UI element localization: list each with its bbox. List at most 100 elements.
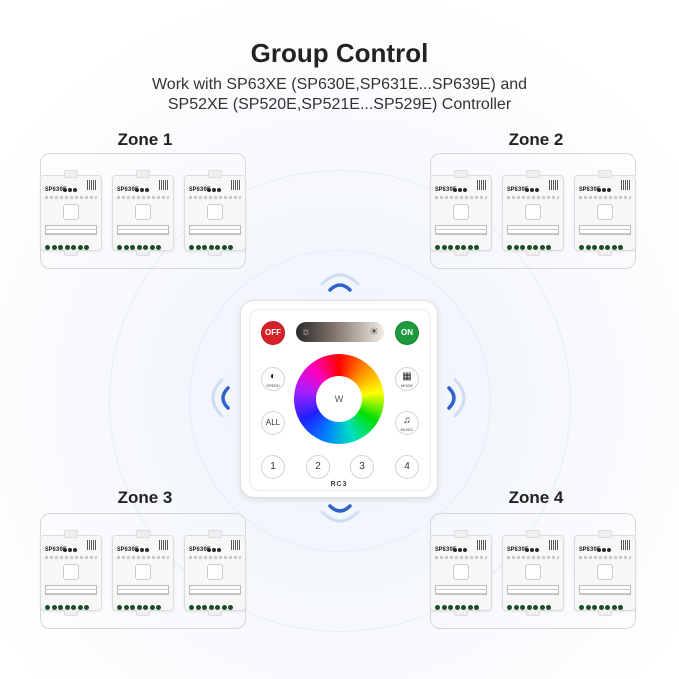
wireless-signal-icon-left <box>211 378 230 418</box>
terminal-block <box>579 237 631 250</box>
spec-label <box>45 225 97 235</box>
controller-module: SP630E <box>184 170 246 256</box>
terminal-block <box>507 597 559 610</box>
zone-3-button[interactable]: 3 <box>350 455 374 479</box>
controller-model: SP630E <box>435 546 457 553</box>
on-button[interactable]: ON <box>395 321 419 345</box>
qr-code-icon <box>87 180 97 190</box>
brand-logo: RC3 <box>330 481 348 488</box>
controller-button <box>63 204 79 220</box>
spec-label <box>117 585 169 595</box>
zone-2-group: SP630E SP630E SP630E <box>430 153 636 269</box>
spec-label <box>189 585 241 595</box>
controller-module: SP630E <box>112 530 174 616</box>
zone-1-group: SP630E SP630E SP630E <box>40 153 246 269</box>
terminal-block <box>189 597 241 610</box>
terminal-block <box>45 237 97 250</box>
controller-module: SP630E <box>502 530 564 616</box>
sun-large-icon: ☀ <box>369 326 379 338</box>
music-button[interactable]: ♫ MUSIC <box>395 411 419 435</box>
qr-code-icon <box>549 540 559 550</box>
glow-ring <box>109 170 571 632</box>
white-button[interactable]: W <box>316 376 362 422</box>
qr-code-icon <box>159 180 169 190</box>
controller-model: SP630E <box>507 186 529 193</box>
controller-module: SP630E <box>574 530 636 616</box>
grid-icon: ▦ <box>402 371 412 382</box>
music-note-icon: ♫ <box>403 415 411 426</box>
spec-label <box>507 225 559 235</box>
controller-button <box>453 204 469 220</box>
controller-model: SP630E <box>45 186 67 193</box>
terminal-block <box>189 237 241 250</box>
controller-model: SP630E <box>579 186 601 193</box>
zone-4-title: Zone 4 <box>508 488 564 507</box>
zone-2-title: Zone 2 <box>508 130 564 149</box>
indicator-leds <box>453 179 469 192</box>
zone-1-title: Zone 1 <box>117 130 173 149</box>
zone-4-button[interactable]: 4 <box>395 455 419 479</box>
brightness-slider[interactable]: ☼ ☀ <box>296 322 384 342</box>
controller-model: SP630E <box>117 186 139 193</box>
qr-code-icon <box>231 540 241 550</box>
controller-model: SP630E <box>507 546 529 553</box>
indicator-leds <box>597 179 613 192</box>
controller-module: SP630E <box>502 170 564 256</box>
qr-code-icon <box>621 540 631 550</box>
subtitle-line-2: SP52XE (SP520E,SP521E...SP529E) Controll… <box>167 96 512 113</box>
wireless-signal-icon-bottom <box>320 504 360 523</box>
controller-module: SP630E <box>40 170 102 256</box>
controller-button <box>597 564 613 580</box>
spec-label <box>579 585 631 595</box>
qr-code-icon <box>549 180 559 190</box>
controller-model: SP630E <box>117 546 139 553</box>
speed-button[interactable]: ◐ SPEED <box>261 367 285 391</box>
controller-button <box>63 564 79 580</box>
terminal-block <box>507 237 559 250</box>
terminal-block <box>117 237 169 250</box>
page-title: Group Control <box>250 38 429 68</box>
zone-3-group: SP630E SP630E SP630E <box>40 513 246 629</box>
controller-module: SP630E <box>184 530 246 616</box>
controller-button <box>597 204 613 220</box>
controller-module: SP630E <box>40 530 102 616</box>
color-wheel[interactable]: W <box>294 354 384 444</box>
zone-2-button[interactable]: 2 <box>306 455 330 479</box>
indicator-leds <box>525 179 541 192</box>
controller-model: SP630E <box>189 186 211 193</box>
terminal-block <box>579 597 631 610</box>
spec-label <box>117 225 169 235</box>
controller-button <box>207 204 223 220</box>
controller-button <box>135 564 151 580</box>
terminal-block <box>435 597 487 610</box>
zone-3-title: Zone 3 <box>117 488 173 507</box>
off-button[interactable]: OFF <box>261 321 285 345</box>
speed-icon: ◐ <box>269 371 277 382</box>
spec-label <box>507 585 559 595</box>
remote-panel: OFF ☼ ☀ ON ◐ SPEED ▦ MODE W ALL ♫ MUSIC … <box>240 300 438 498</box>
all-zones-button[interactable]: ALL <box>261 411 285 435</box>
qr-code-icon <box>159 540 169 550</box>
indicator-leds <box>207 539 223 552</box>
controller-button <box>207 564 223 580</box>
zone-4-group: SP630E SP630E SP630E <box>430 513 636 629</box>
controller-model: SP630E <box>189 546 211 553</box>
controller-model: SP630E <box>435 186 457 193</box>
controller-module: SP630E <box>112 170 174 256</box>
controller-button <box>453 564 469 580</box>
spec-label <box>579 225 631 235</box>
controller-button <box>135 204 151 220</box>
mode-button[interactable]: ▦ MODE <box>395 367 419 391</box>
terminal-block <box>435 237 487 250</box>
indicator-leds <box>453 539 469 552</box>
indicator-leds <box>63 179 79 192</box>
zone-1-button[interactable]: 1 <box>261 455 285 479</box>
indicator-leds <box>135 539 151 552</box>
qr-code-icon <box>231 180 241 190</box>
controller-button <box>525 564 541 580</box>
subtitle-line-1: Work with SP63XE (SP630E,SP631E...SP639E… <box>151 76 528 93</box>
indicator-leds <box>207 179 223 192</box>
spec-label <box>435 585 487 595</box>
qr-code-icon <box>477 180 487 190</box>
spec-label <box>435 225 487 235</box>
